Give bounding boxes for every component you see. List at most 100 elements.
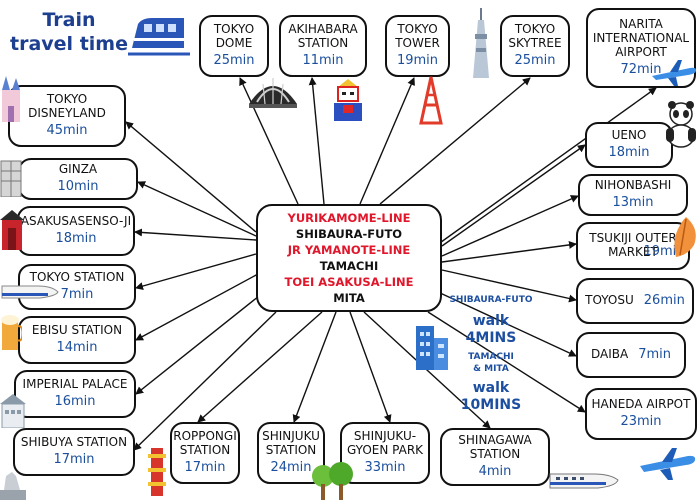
dest-name: TSUKIJI OUTER MARKET (589, 231, 677, 260)
arrow-to-tokyo-tower (359, 77, 415, 205)
dest-name: UENO (611, 128, 647, 143)
dest-name: SHINJUKU STATION (262, 429, 320, 458)
dest-name: TOKYO STATION (29, 270, 125, 285)
arrow-to-roppongi (197, 311, 323, 423)
dest-daiba: DAIBA 7min (576, 332, 686, 378)
dest-time: 25min (514, 52, 556, 68)
dest-tokyo-skytree: TOKYO SKYTREE 25min (500, 15, 570, 77)
building-icon (416, 326, 448, 370)
dest-name: TOKYO TOWER (395, 22, 440, 51)
dest-time: 19min (396, 52, 439, 68)
walk-shibaura-label: SHIBAURA‐FUTO (449, 295, 533, 305)
arrow-to-tsukiji (441, 240, 577, 263)
dest-nihonbashi: NIHONBASHI 13min (578, 174, 688, 216)
dest-name: IMPERIAL PALACE (22, 377, 128, 392)
center-line-yurikamome: YURIKAMOME-LINE (287, 210, 411, 225)
arrow-to-ebisu (135, 273, 259, 341)
dest-time: 45min (46, 122, 88, 138)
origin-stations-box: YURIKAMOME-LINE SHIBAURA-FUTO JR YAMANOT… (256, 204, 442, 312)
beer-icon (1, 315, 22, 350)
title-line-2: travel time (10, 33, 128, 56)
dest-ginza: GINZA 10min (18, 158, 138, 200)
shinkansen-icon (549, 473, 619, 489)
airplane-icon (652, 60, 697, 86)
arrow-to-ginza (137, 181, 257, 237)
panda-icon (666, 101, 696, 148)
dest-time: 17min (53, 451, 95, 467)
title-line-1: Train (42, 9, 96, 31)
dest-akihabara: AKIHABARA STATION 11min (279, 15, 367, 77)
arrow-to-daiba (437, 291, 577, 357)
dest-time: 72min (620, 61, 662, 77)
arrow-to-akihabara (308, 77, 325, 205)
walk-shibaura-time: 4MINS (465, 330, 517, 346)
dest-tsukiji-outer-market: TSUKIJI OUTER MARKET 19min (576, 222, 690, 270)
airplane-haneda-icon (640, 448, 696, 480)
dest-time: 4min (478, 463, 512, 479)
dest-time: 17min (184, 459, 226, 475)
dest-time: 11min (302, 52, 344, 68)
dest-time: 23min (620, 413, 662, 429)
dest-name: TOKYO DOME (213, 22, 255, 51)
dest-name: NARITA INTERNATIONAL AIRPORT (592, 17, 690, 59)
walk-shibaura-word: walk (472, 313, 510, 329)
dome-icon (249, 78, 297, 108)
dest-shinagawa-station: SHINAGAWA STATION 4min (440, 428, 550, 486)
dest-time: 7min (638, 346, 671, 362)
arrow-to-gyoen (349, 311, 392, 423)
dest-toyosu: TOYOSU 26min (576, 278, 694, 324)
dest-name: EBISU STATION (31, 323, 123, 338)
arrow-to-imperial (135, 291, 265, 395)
walk-tamachi-label-2: & MITA (473, 364, 509, 374)
dest-shinjuku-station: SHINJUKU STATION 24min (257, 422, 325, 484)
dest-tokyo-station: TOKYO STATION 7min (18, 264, 136, 310)
dest-shibuya-station: SHIBUYA STATION 17min (13, 428, 135, 476)
arrow-to-nihonbashi (441, 195, 579, 257)
dest-time: 18min (608, 144, 650, 160)
center-line-yamanote: JR YAMANOTE-LINE (287, 242, 411, 257)
castle-icon (2, 76, 20, 122)
arrow-to-tokyo-station (135, 253, 257, 290)
dest-name: TOYOSU (585, 293, 634, 308)
dest-name: SHINJUKU- GYOEN PARK (346, 429, 424, 458)
dest-roppongi-station: ROPPONGI STATION 17min (170, 422, 240, 484)
dest-name: AKIHABARA STATION (288, 22, 358, 51)
dest-name: SHIBUYA STATION (20, 435, 128, 450)
dest-ueno: UENO 18min (585, 122, 673, 168)
dest-time: 18min (55, 230, 97, 246)
dest-shinjuku-gyoen-park: SHINJUKU- GYOEN PARK 33min (340, 422, 430, 484)
ginza-building-icon (0, 160, 22, 197)
hachiko-icon (0, 472, 26, 500)
temple-icon (0, 210, 24, 250)
arrow-to-shinjuku (292, 311, 337, 423)
robot-icon (334, 79, 362, 121)
tree-icon (312, 462, 353, 500)
dest-name: TOKYO SKYTREE (508, 22, 562, 51)
dest-time: 14min (56, 339, 98, 355)
dest-time: 10min (57, 178, 99, 194)
arrow-to-narita (429, 87, 657, 251)
dest-time: 24min (270, 459, 312, 475)
dest-name: SHINAGAWA STATION (458, 433, 532, 462)
arrow-to-ueno (441, 144, 586, 247)
arrow-to-toyosu (441, 269, 577, 303)
dest-name: ROPPONGI STATION (173, 429, 237, 458)
dest-imperial-palace: IMPERIAL PALACE 16min (14, 370, 136, 418)
palace-icon (0, 394, 26, 428)
tower-icon (419, 76, 443, 125)
arrow-to-shinagawa (363, 311, 491, 429)
bullet-train-icon (1, 285, 59, 299)
dest-ebisu-station: EBISU STATION 14min (18, 316, 136, 364)
dest-time: 7min (60, 286, 94, 302)
walk-tamachi-word: walk (472, 380, 510, 396)
diagram-title: Train travel time (0, 8, 138, 57)
walk-tamachi-time: 10MINS (460, 397, 522, 413)
dest-name: ASAKUSASENSO-JI (20, 214, 132, 229)
leaf-icon (674, 217, 696, 257)
dest-tokyo-dome: TOKYO DOME 25min (199, 15, 269, 77)
center-line-asakusa: TOEI ASAKUSA-LINE (284, 275, 414, 290)
dest-name: HANEDA AIRPOT (591, 397, 691, 412)
dest-name: TOKYO DISNEYLAND (28, 92, 106, 121)
arrow-to-shibuya (133, 311, 277, 451)
